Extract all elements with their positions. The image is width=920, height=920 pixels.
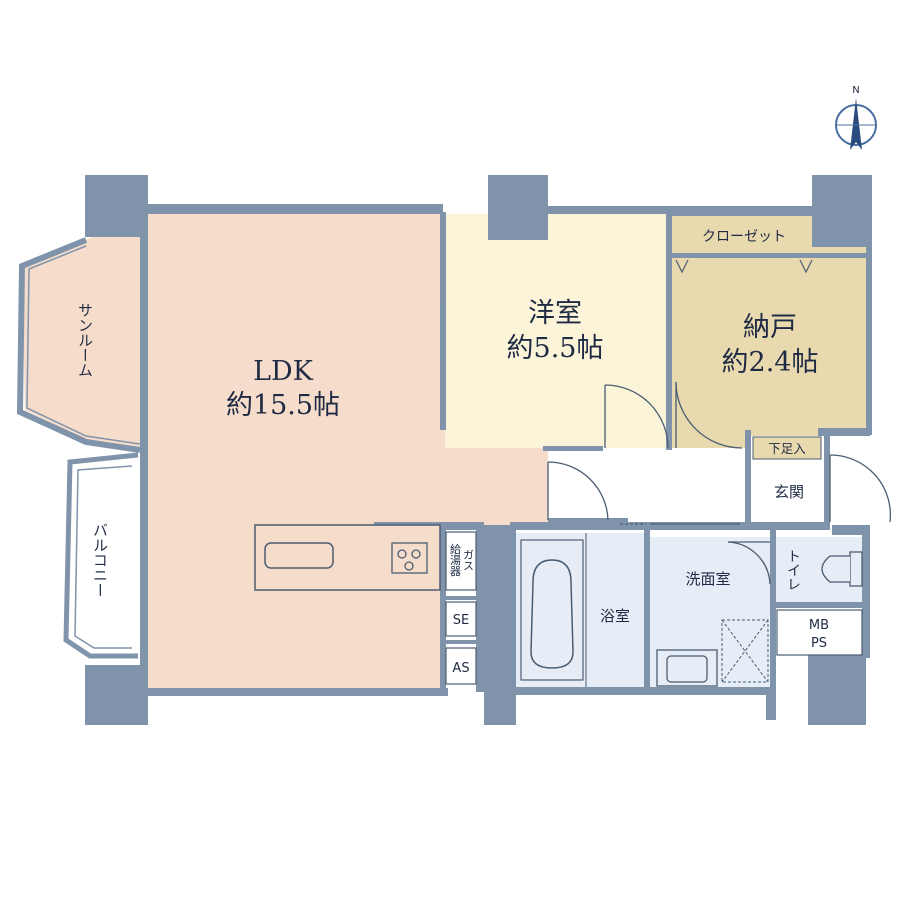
mbps-label-1: MB xyxy=(809,618,829,633)
closet-label: クローゼット xyxy=(702,229,786,245)
ldk-name: LDK xyxy=(253,356,314,387)
washroom-floor xyxy=(650,537,772,687)
gas-heater-label-2: 給湯器 xyxy=(449,542,462,577)
balcony-label: バルコニー xyxy=(91,523,109,598)
north-label: N xyxy=(852,85,859,96)
mbps-label-2: PS xyxy=(811,636,827,651)
washbasin xyxy=(656,649,718,687)
shoe-box xyxy=(752,436,822,460)
doors xyxy=(547,381,892,585)
storage-room-name: 納戸 xyxy=(743,312,797,343)
closet-doors xyxy=(675,259,813,274)
balcony-floor xyxy=(68,462,134,654)
ldk-size: 約15.5帖 xyxy=(226,390,340,421)
shoe-box-label: 下足入 xyxy=(768,441,806,456)
north-compass-icon: N xyxy=(835,85,877,150)
bathroom-label: 浴室 xyxy=(600,607,630,625)
sunroom-label: サンルーム xyxy=(76,303,94,378)
hall-floor xyxy=(548,448,748,523)
se-label: SE xyxy=(453,613,469,628)
western-floor xyxy=(445,214,667,448)
toilet-label: トイレ xyxy=(785,549,801,591)
sink xyxy=(264,542,334,569)
gas-heater-label-1: ガス xyxy=(462,549,475,571)
washing-machine-pan xyxy=(721,619,769,683)
as-label: AS xyxy=(452,661,469,676)
toilet-bowl xyxy=(821,551,863,587)
sunroom-floor xyxy=(22,212,148,450)
bathtub xyxy=(520,533,587,687)
walls xyxy=(85,175,872,725)
balcony-rail xyxy=(63,452,139,659)
windows xyxy=(440,290,872,360)
kitchen-counter xyxy=(254,524,441,591)
stove-icon xyxy=(391,542,428,574)
storage-floor xyxy=(672,258,866,448)
ldk-floor xyxy=(148,212,548,690)
utility-boxes xyxy=(445,531,863,685)
western-room-name: 洋室 xyxy=(528,298,582,329)
washroom-label: 洗面室 xyxy=(685,570,730,588)
entrance-label: 玄関 xyxy=(774,483,804,501)
sunroom-bay xyxy=(16,237,141,453)
western-room-size: 約5.5帖 xyxy=(507,333,604,364)
storage-room-size: 約2.4帖 xyxy=(722,347,819,378)
